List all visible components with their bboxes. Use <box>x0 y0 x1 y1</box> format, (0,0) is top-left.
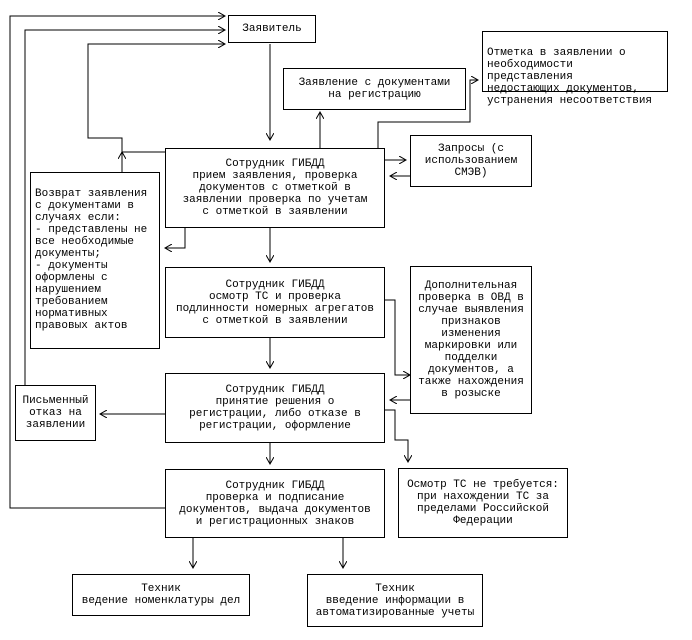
node-decision-text: Сотрудник ГИБДД принятие решения о регис… <box>189 384 361 432</box>
node-extra-check-text: Дополнительная проверка в ОВД в случае в… <box>418 280 524 400</box>
node-extra-check: Дополнительная проверка в ОВД в случае в… <box>410 266 532 414</box>
arrow-reception-to-note <box>377 80 478 148</box>
node-requests: Запросы (с использованием СМЭВ) <box>410 135 532 187</box>
node-registration-docs-text: Заявление с документами на регистрацию <box>298 77 451 101</box>
arrow-reception-to-return <box>165 228 186 248</box>
node-return-text: Возврат заявления с документами в случая… <box>35 188 148 332</box>
node-reception-text: Сотрудник ГИБДД прием заявления, проверк… <box>182 158 368 218</box>
arrow-decision-to-noinspection <box>385 409 408 462</box>
node-missing-docs-note: Отметка в заявлении о необходимости пред… <box>482 31 668 107</box>
node-written-refusal-text: Письменный отказ на заявлении <box>22 395 89 431</box>
node-tech-nomenclature: Техник ведение номенклатуры дел <box>72 574 250 616</box>
arrow-signing-to-applicant <box>9 16 225 509</box>
node-registration-docs: Заявление с документами на регистрацию <box>283 68 466 110</box>
node-signing: Сотрудник ГИБДД проверка и подписание до… <box>165 469 385 538</box>
node-applicant-text: Заявитель <box>242 23 302 35</box>
node-inspection: Сотрудник ГИБДД осмотр ТС и проверка под… <box>165 267 385 338</box>
arrow-return-to-applicant <box>87 44 225 153</box>
node-written-refusal: Письменный отказ на заявлении <box>15 385 96 441</box>
node-tech-input-text: Техник введение информации в автоматизир… <box>315 582 475 619</box>
node-tech-nomenclature-text: Техник ведение номенклатуры дел <box>81 583 241 607</box>
arrow-refusal-to-applicant <box>24 30 225 385</box>
node-return: Возврат заявления с документами в случая… <box>30 172 160 349</box>
arrow-inspection-to-extra <box>385 299 410 375</box>
node-requests-text: Запросы (с использованием СМЭВ) <box>424 143 518 179</box>
node-decision: Сотрудник ГИБДД принятие решения о регис… <box>165 373 385 443</box>
node-applicant: Заявитель <box>228 15 316 43</box>
node-reception: Сотрудник ГИБДД прием заявления, проверк… <box>165 148 385 228</box>
node-signing-text: Сотрудник ГИБДД проверка и подписание до… <box>179 479 371 528</box>
node-inspection-text: Сотрудник ГИБДД осмотр ТС и проверка под… <box>175 278 375 327</box>
node-tech-input: Техник введение информации в автоматизир… <box>307 574 483 627</box>
node-missing-docs-note-text: Отметка в заявлении о необходимости пред… <box>487 47 653 107</box>
node-no-inspection-text: Осмотр ТС не требуется: при нахождении Т… <box>407 479 559 527</box>
node-no-inspection: Осмотр ТС не требуется: при нахождении Т… <box>398 468 568 538</box>
